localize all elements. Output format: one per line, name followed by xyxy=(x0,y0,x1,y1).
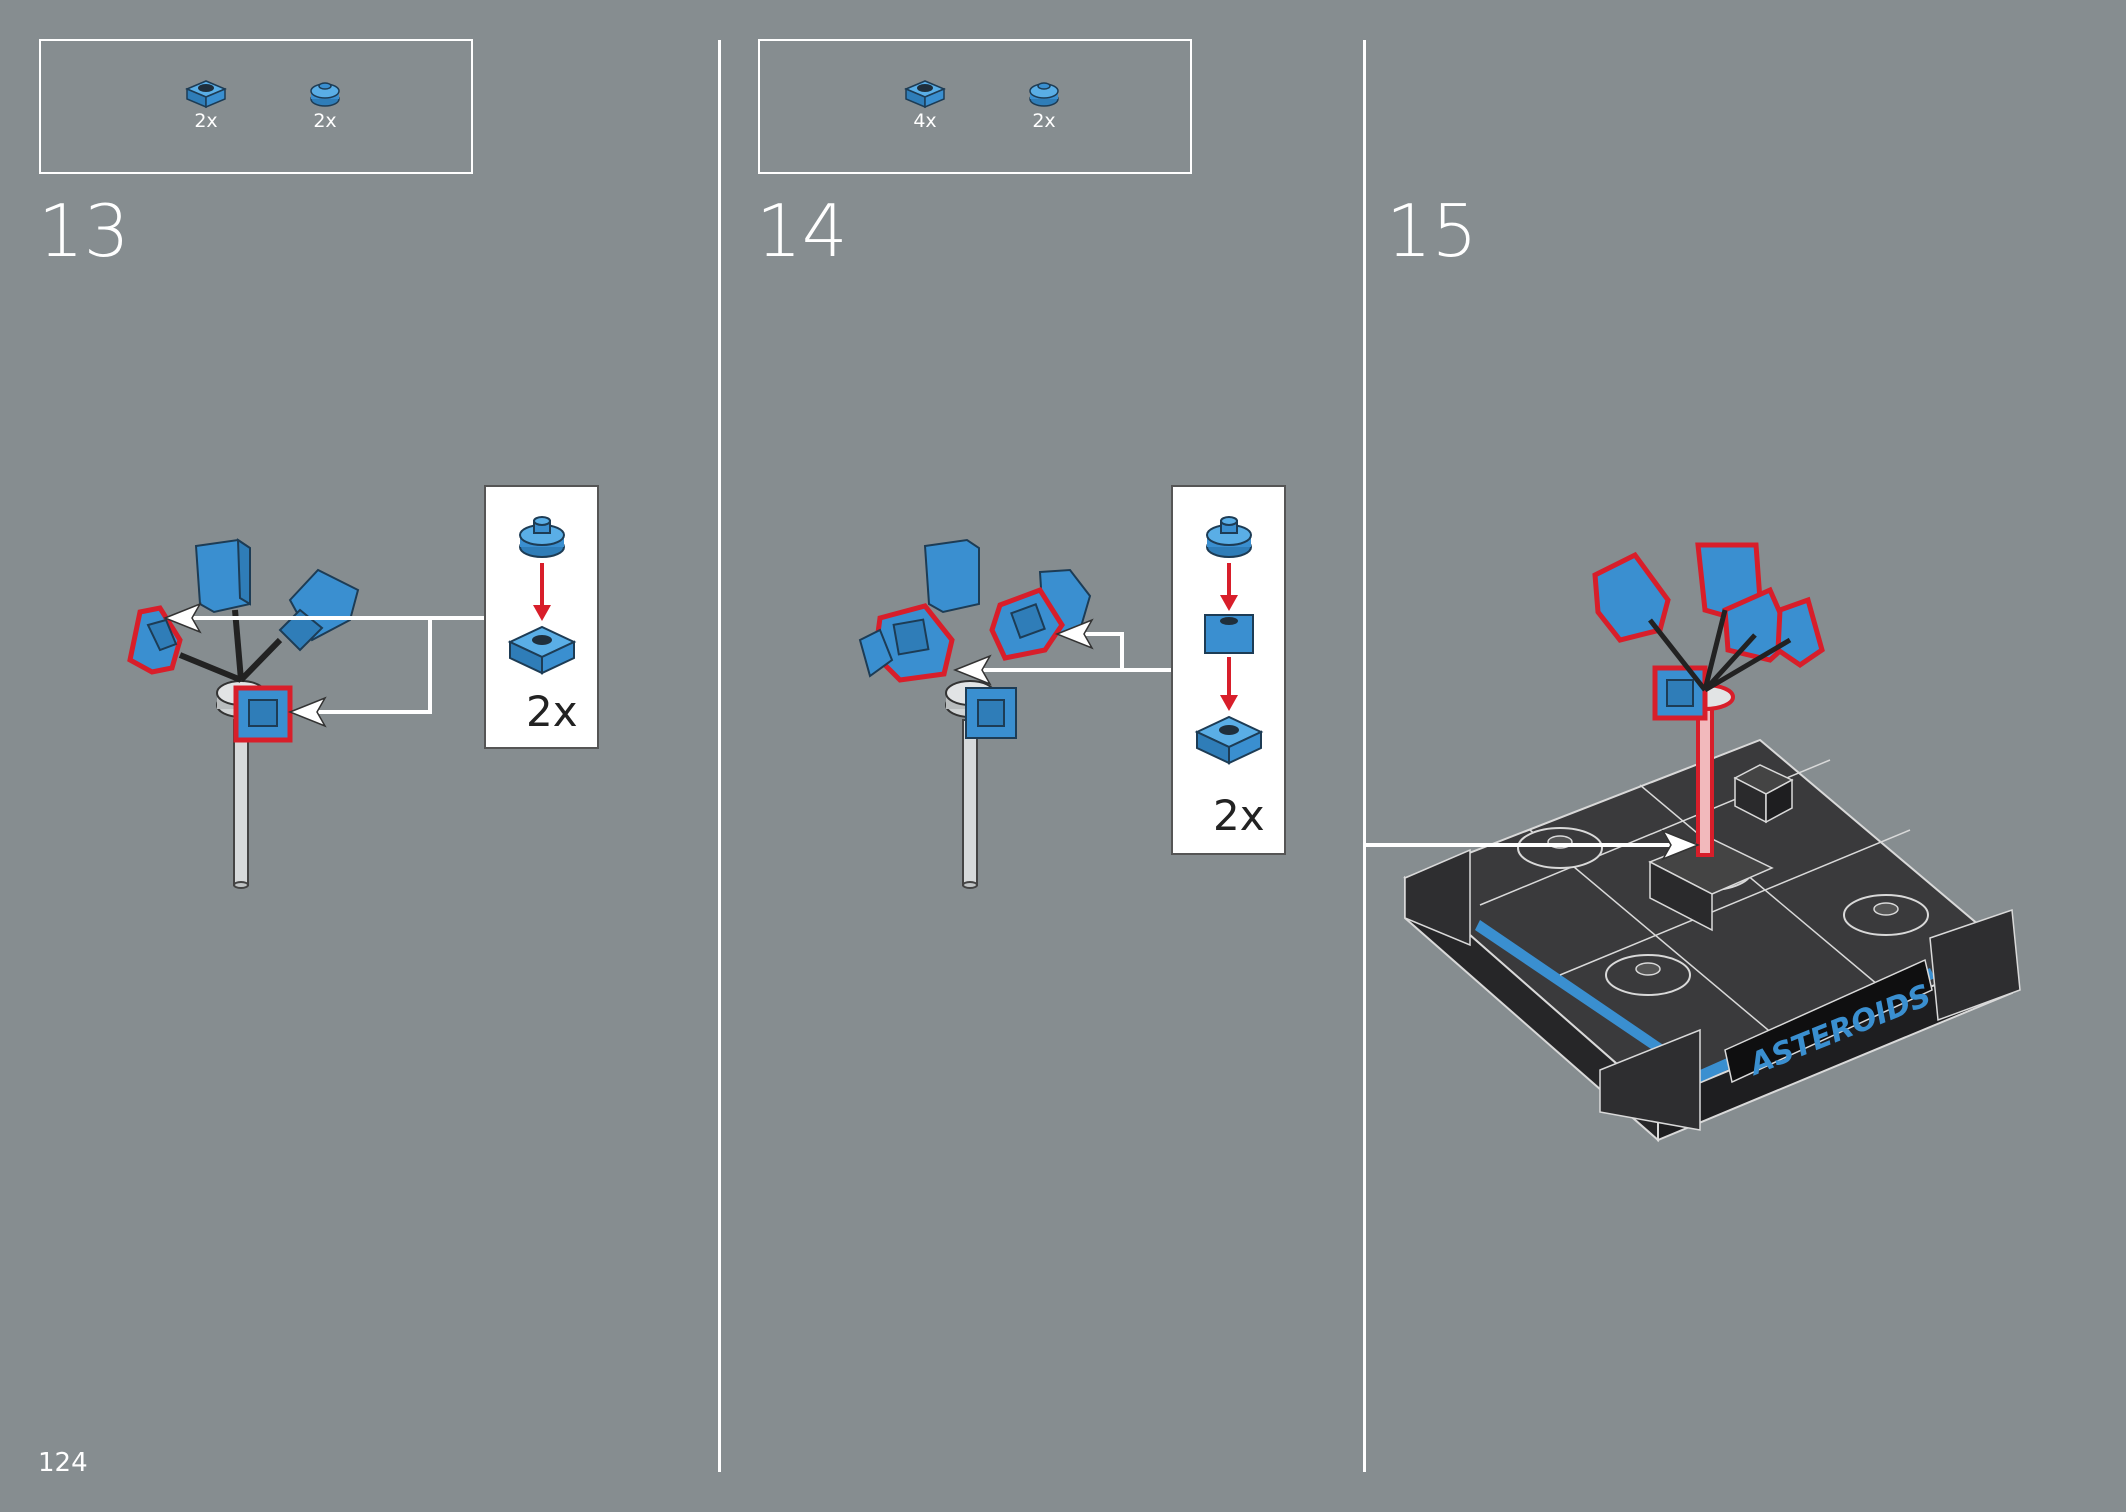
parts-list-step-13: 2x 2x xyxy=(39,39,473,174)
arrowhead xyxy=(952,654,992,686)
step-number-15: 15 xyxy=(1386,189,1478,273)
step-number-13: 13 xyxy=(38,189,130,273)
part-quantity: 2x xyxy=(313,110,337,132)
blue-round-plate-1x1-icon xyxy=(1029,82,1059,107)
page-number: 124 xyxy=(38,1448,88,1478)
sub-assembly-diagram xyxy=(507,516,577,675)
arrowhead xyxy=(162,602,202,634)
callout-quantity: 2x xyxy=(526,687,578,736)
blue-round-plate-1x1-icon xyxy=(310,82,340,107)
step-14-model xyxy=(858,538,1092,889)
sub-assembly-diagram xyxy=(1194,516,1264,765)
part-item: 2x xyxy=(295,77,355,131)
blue-plate-1x1-icon xyxy=(904,80,946,109)
step-15-model: ASTEROIDS xyxy=(1403,542,2021,1143)
column-divider-2 xyxy=(1363,40,1366,1472)
sub-assembly-callout-14: 2x xyxy=(1171,485,1286,855)
part-item: 2x xyxy=(176,77,236,131)
column-divider-1 xyxy=(718,40,721,1472)
parts-list-step-14: 4x 2x xyxy=(758,39,1192,174)
arrowhead xyxy=(287,696,327,728)
part-item: 2x xyxy=(1014,77,1074,131)
part-quantity: 4x xyxy=(913,110,937,132)
step-number-14: 14 xyxy=(756,189,848,273)
callout-quantity: 2x xyxy=(1213,791,1265,840)
step-13-placement-arrows xyxy=(170,616,484,714)
sub-assembly-callout-13: 2x xyxy=(484,485,599,749)
blue-plate-1x1-icon xyxy=(185,80,227,109)
part-item: 4x xyxy=(895,77,955,131)
step-14-placement-arrows xyxy=(960,632,1171,672)
arrowhead xyxy=(1054,618,1094,650)
part-quantity: 2x xyxy=(1032,110,1056,132)
arrowhead xyxy=(1661,829,1701,861)
step-13-model xyxy=(127,538,360,889)
part-quantity: 2x xyxy=(194,110,218,132)
